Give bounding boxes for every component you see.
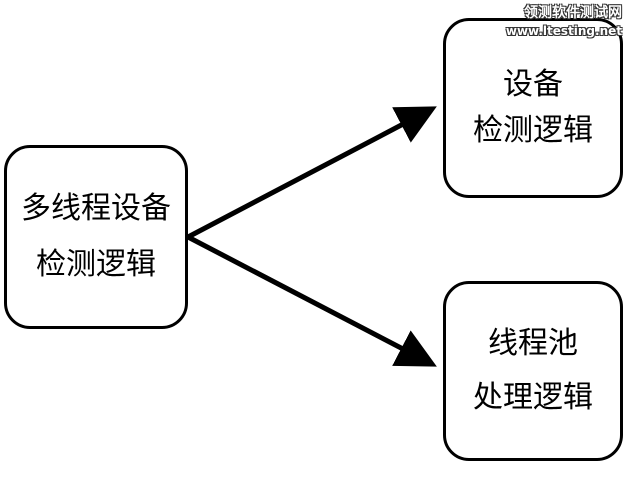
node-label-line2: 处理逻辑: [473, 380, 593, 415]
node-label-line1: 线程池: [488, 326, 578, 361]
node-label-line2: 检测逻辑: [36, 247, 156, 282]
watermark-line1: 领测软件测试网: [524, 5, 622, 21]
node-label-line1: 多线程设备: [21, 191, 171, 226]
node-device-detection: 设备 检测逻辑: [443, 18, 623, 198]
node-threadpool-processing: 线程池 处理逻辑: [443, 281, 623, 461]
arrow-to-threadpool-processing: [186, 234, 437, 367]
node-label-line1: 设备: [503, 67, 563, 102]
arrow-to-device-detection: [186, 106, 437, 240]
node-multithread-device-detection: 多线程设备 检测逻辑: [4, 145, 188, 329]
node-label-line2: 检测逻辑: [473, 113, 593, 148]
site-watermark: 领测软件测试网 www.ltesting.net: [506, 4, 622, 40]
watermark-line2: www.ltesting.net: [505, 24, 622, 38]
